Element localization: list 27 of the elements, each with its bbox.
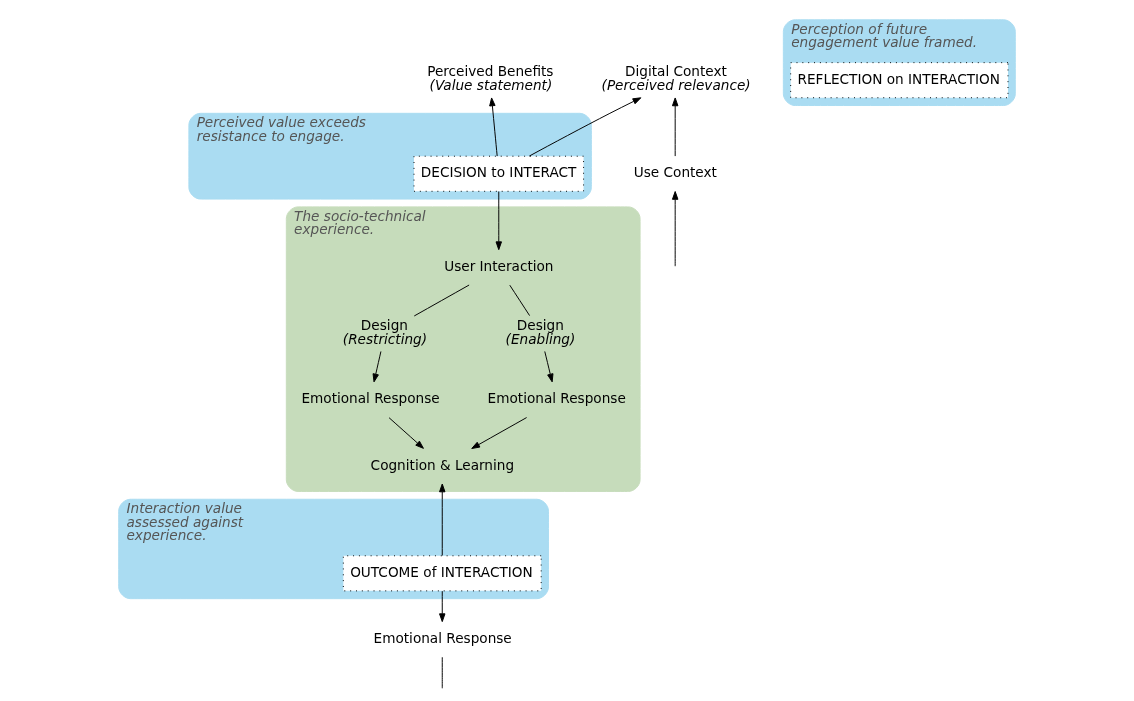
node-text: Cognition & Learning: [370, 456, 515, 473]
node-text: Design (Enabling): [505, 316, 576, 347]
arrow: [528, 97, 642, 157]
node-text: Emotional Response: [487, 390, 626, 407]
node-text: Emotional Response: [301, 390, 440, 407]
connector: [441, 656, 443, 689]
node-text: Design (Restricting): [342, 316, 428, 347]
connector: [413, 284, 470, 317]
arrow: [489, 97, 498, 157]
arrow: [439, 590, 446, 623]
arrow: [544, 350, 554, 383]
node-box: REFLECTION on INTERACTION: [790, 62, 1009, 99]
arrow: [388, 417, 424, 449]
node-box: DECISION to INTERACT: [413, 155, 585, 192]
arrow: [671, 97, 679, 157]
arrow: [439, 483, 446, 556]
node-text: User Interaction: [444, 257, 554, 274]
node-text: Emotional Response: [373, 630, 512, 647]
node-text: Digital Context (Perceived relevance): [601, 63, 751, 94]
arrow: [471, 417, 528, 449]
arrow: [671, 191, 679, 267]
node-box: OUTCOME of INTERACTION: [342, 555, 542, 592]
connector: [509, 284, 531, 317]
node-text: Use Context: [633, 164, 717, 181]
arrow: [372, 350, 382, 383]
arrow: [495, 191, 502, 251]
node-text: Perceived Benefits (Value statement): [427, 63, 554, 94]
